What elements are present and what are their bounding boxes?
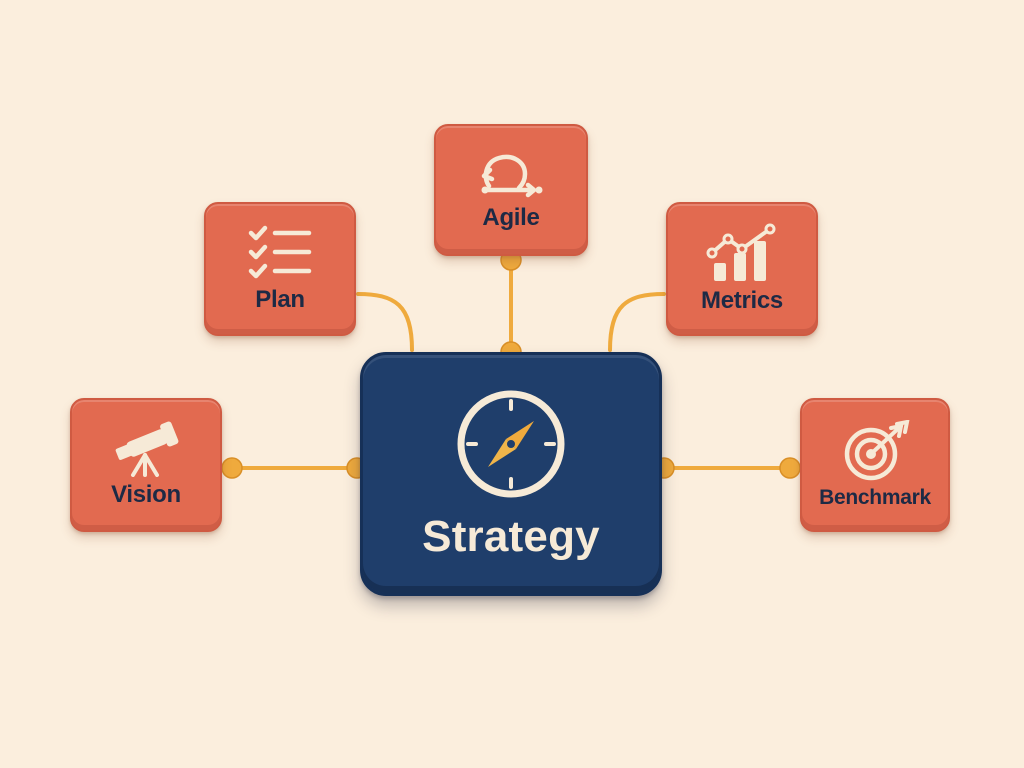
- connector-dot-vision-left: [221, 457, 243, 479]
- connector-metrics: [608, 292, 666, 352]
- checklist-icon: [245, 224, 315, 282]
- node-label: Benchmark: [819, 486, 931, 509]
- node-label: Agile: [482, 204, 540, 231]
- node-agile: Agile: [434, 124, 588, 256]
- node-label: Plan: [255, 286, 305, 313]
- node-vision: Vision: [70, 398, 222, 532]
- cycle-arrows-icon: [473, 148, 549, 200]
- connector-dot-benchmark-right: [779, 457, 801, 479]
- node-strategy-center: Strategy: [360, 352, 662, 596]
- node-benchmark: Benchmark: [800, 398, 950, 532]
- connector-plan: [356, 292, 414, 352]
- node-label: Metrics: [701, 287, 783, 314]
- node-label: Vision: [111, 481, 181, 508]
- bar-chart-trend-icon: [706, 223, 778, 283]
- target-arrow-icon: [839, 419, 911, 482]
- telescope-icon: [109, 421, 183, 477]
- center-label: Strategy: [422, 511, 600, 561]
- node-plan: Plan: [204, 202, 356, 336]
- node-metrics: Metrics: [666, 202, 818, 336]
- compass-icon: [454, 387, 568, 506]
